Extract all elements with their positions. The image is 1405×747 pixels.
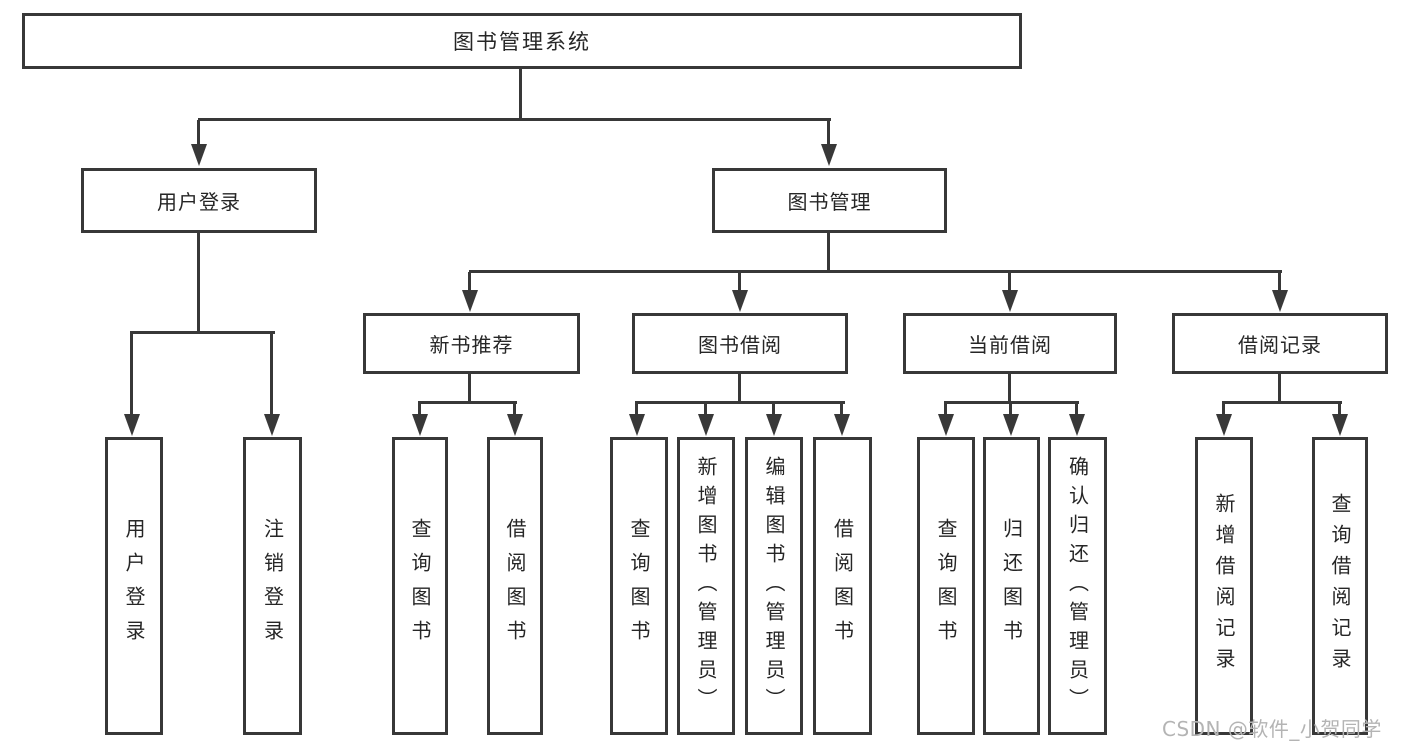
- connector-line: [840, 403, 843, 417]
- connector-line: [1278, 272, 1281, 294]
- leaf-query-books: 查询图书: [610, 437, 668, 735]
- arrow-down-icon: [412, 414, 428, 436]
- arrow-down-icon: [938, 414, 954, 436]
- connector-line: [944, 401, 1079, 404]
- arrow-down-icon: [1272, 290, 1288, 312]
- leaf-label: 查询图书: [934, 518, 958, 654]
- leaf-add-books-admin: 新增图书（管理员）: [677, 437, 735, 735]
- connector-line: [827, 120, 830, 148]
- connector-line: [738, 374, 741, 404]
- arrow-down-icon: [507, 414, 523, 436]
- connector-line: [469, 270, 1282, 273]
- node-label: 图书管理: [787, 190, 872, 214]
- connector-line: [197, 120, 200, 148]
- leaf-label: 注销登录: [260, 518, 285, 654]
- leaf-label: 编辑图书（管理员）: [762, 455, 786, 717]
- node-book-management: 图书管理: [712, 168, 947, 233]
- connector-line: [198, 118, 831, 121]
- leaf-add-borrow-record: 新增借阅记录: [1195, 437, 1253, 735]
- connector-line: [1222, 401, 1342, 404]
- connector-line: [1278, 374, 1281, 404]
- leaf-label: 查询借阅记录: [1328, 493, 1352, 679]
- arrow-down-icon: [1216, 414, 1232, 436]
- leaf-label: 借阅图书: [830, 518, 855, 654]
- node-current-borrowing: 当前借阅: [903, 313, 1117, 374]
- node-borrow-records: 借阅记录: [1172, 313, 1388, 374]
- leaf-label: 查询图书: [408, 518, 432, 654]
- arrow-down-icon: [732, 290, 748, 312]
- node-label: 借阅记录: [1238, 333, 1322, 357]
- connector-line: [738, 272, 741, 294]
- node-library-system-root: 图书管理系统: [22, 13, 1022, 69]
- connector-line: [635, 403, 638, 417]
- node-new-book-recommend: 新书推荐: [363, 313, 580, 374]
- leaf-logout: 注销登录: [243, 437, 302, 735]
- node-label: 图书管理系统: [453, 30, 591, 54]
- connector-line: [1008, 374, 1011, 404]
- leaf-label: 新增图书（管理员）: [694, 455, 718, 717]
- arrow-down-icon: [1069, 414, 1085, 436]
- leaf-label: 新增借阅记录: [1212, 493, 1236, 679]
- connector-line: [704, 403, 707, 417]
- leaf-label: 查询图书: [627, 518, 651, 654]
- connector-line: [635, 401, 845, 404]
- arrow-down-icon: [124, 414, 140, 436]
- connector-line: [130, 333, 133, 418]
- arrow-down-icon: [834, 414, 850, 436]
- arrow-down-icon: [462, 290, 478, 312]
- arrow-down-icon: [821, 144, 837, 166]
- connector-line: [519, 69, 522, 120]
- leaf-label: 确认归还（管理员）: [1065, 455, 1090, 717]
- arrow-down-icon: [766, 414, 782, 436]
- leaf-borrow-books: 借阅图书: [487, 437, 543, 735]
- leaf-query-borrow-record: 查询借阅记录: [1312, 437, 1368, 735]
- arrow-down-icon: [629, 414, 645, 436]
- leaf-borrow-books: 借阅图书: [813, 437, 872, 735]
- connector-line: [827, 233, 830, 273]
- node-label: 图书借阅: [698, 333, 782, 357]
- connector-line: [1222, 403, 1225, 417]
- connector-line: [1338, 403, 1341, 417]
- arrow-down-icon: [1002, 290, 1018, 312]
- arrow-down-icon: [1003, 414, 1019, 436]
- leaf-query-books: 查询图书: [917, 437, 975, 735]
- connector-line: [468, 272, 471, 294]
- connector-line: [1075, 403, 1078, 417]
- leaf-user-login: 用户登录: [105, 437, 163, 735]
- leaf-label: 借阅图书: [503, 518, 527, 654]
- connector-line: [772, 403, 775, 417]
- connector-line: [513, 403, 516, 417]
- connector-line: [130, 331, 275, 334]
- connector-line: [468, 374, 471, 404]
- leaf-query-books: 查询图书: [392, 437, 448, 735]
- arrow-down-icon: [264, 414, 280, 436]
- arrow-down-icon: [1332, 414, 1348, 436]
- leaf-edit-books-admin: 编辑图书（管理员）: [745, 437, 803, 735]
- leaf-confirm-return-admin: 确认归还（管理员）: [1048, 437, 1107, 735]
- connector-line: [418, 401, 517, 404]
- node-user-login: 用户登录: [81, 168, 317, 233]
- connector-line: [1008, 272, 1011, 294]
- leaf-return-books: 归还图书: [983, 437, 1040, 735]
- leaf-label: 归还图书: [999, 518, 1024, 654]
- connector-line: [944, 403, 947, 417]
- arrow-down-icon: [698, 414, 714, 436]
- node-label: 当前借阅: [968, 333, 1052, 357]
- connector-line: [1009, 403, 1012, 417]
- arrow-down-icon: [191, 144, 207, 166]
- connector-line: [418, 403, 421, 417]
- connector-line: [270, 333, 273, 418]
- connector-line: [197, 233, 200, 334]
- node-book-borrowing: 图书借阅: [632, 313, 848, 374]
- node-label: 新书推荐: [429, 333, 514, 357]
- node-label: 用户登录: [157, 190, 241, 214]
- watermark: CSDN @软件_小贺同学: [1162, 717, 1382, 741]
- leaf-label: 用户登录: [122, 518, 146, 654]
